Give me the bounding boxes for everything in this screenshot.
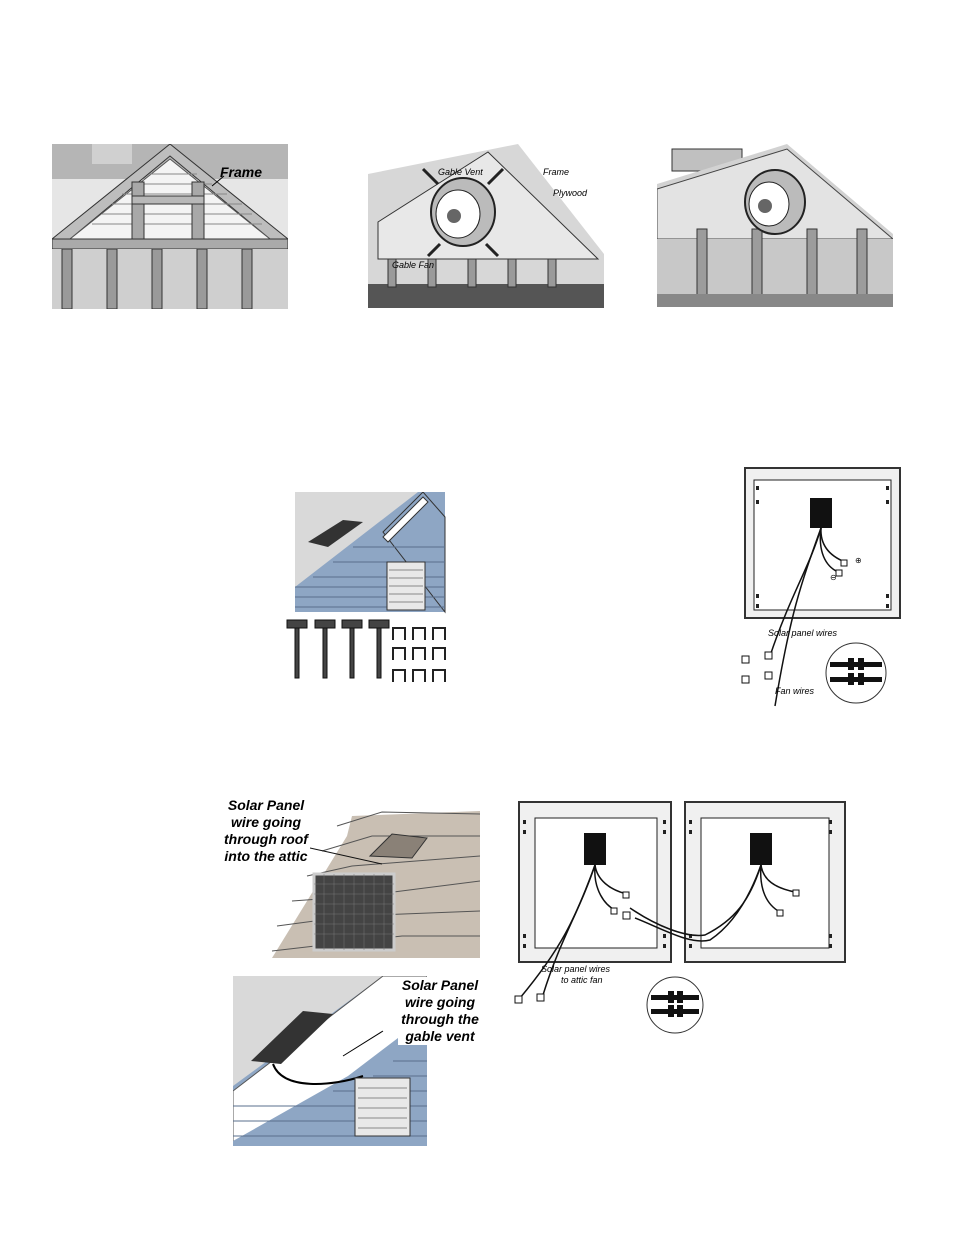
roof-caption-line-4: into the attic <box>224 848 308 864</box>
figure-gable-frame: Frame <box>52 144 288 309</box>
figure-gable-fan-plywood: Gable Vent Frame Plywood Gable Fan <box>368 144 604 308</box>
left-panel <box>518 801 672 963</box>
gable-caption-line-2: wire going <box>405 994 475 1010</box>
gable-fan-label: Gable Fan <box>392 260 434 270</box>
frame-label: Frame <box>220 164 262 180</box>
figure-solar-panel-wiring: ⊕ ⊖ Solar panel wires Fan wires <box>730 466 910 714</box>
roof-wire-caption: Solar Panel wire going through roof into… <box>222 797 310 865</box>
figure-kit-contents <box>283 492 459 687</box>
plywood-label: Plywood <box>553 188 588 198</box>
two-panel-wires-label-line-1: Solar panel wires <box>541 964 611 974</box>
figure-two-panel-wiring: Solar panel wires to attic fan <box>505 800 850 1040</box>
right-panel <box>684 801 846 963</box>
two-panel-wires-label-line-2: to attic fan <box>561 975 603 985</box>
gable-caption-line-1: Solar Panel <box>401 977 479 993</box>
fan-wires-label: Fan wires <box>775 686 815 696</box>
svg-text:⊕: ⊕ <box>855 556 862 565</box>
svg-text:⊖: ⊖ <box>830 573 837 582</box>
roof-caption-line-1: Solar Panel <box>227 797 305 813</box>
figure-gable-fan-installed <box>657 144 893 307</box>
solar-panel-wires-label: Solar panel wires <box>768 628 838 638</box>
figure-gable-vent-wiring <box>233 976 427 1146</box>
gable-vent-label: Gable Vent <box>438 167 483 177</box>
gable-wire-caption: Solar Panel wire going through the gable… <box>398 977 482 1045</box>
gable-caption-line-4: gable vent <box>405 1028 475 1044</box>
frame-label-2: Frame <box>543 167 569 177</box>
roof-caption-line-2: wire going <box>231 814 301 830</box>
roof-caption-line-3: through roof <box>224 831 308 847</box>
gable-caption-line-3: through the <box>401 1011 479 1027</box>
